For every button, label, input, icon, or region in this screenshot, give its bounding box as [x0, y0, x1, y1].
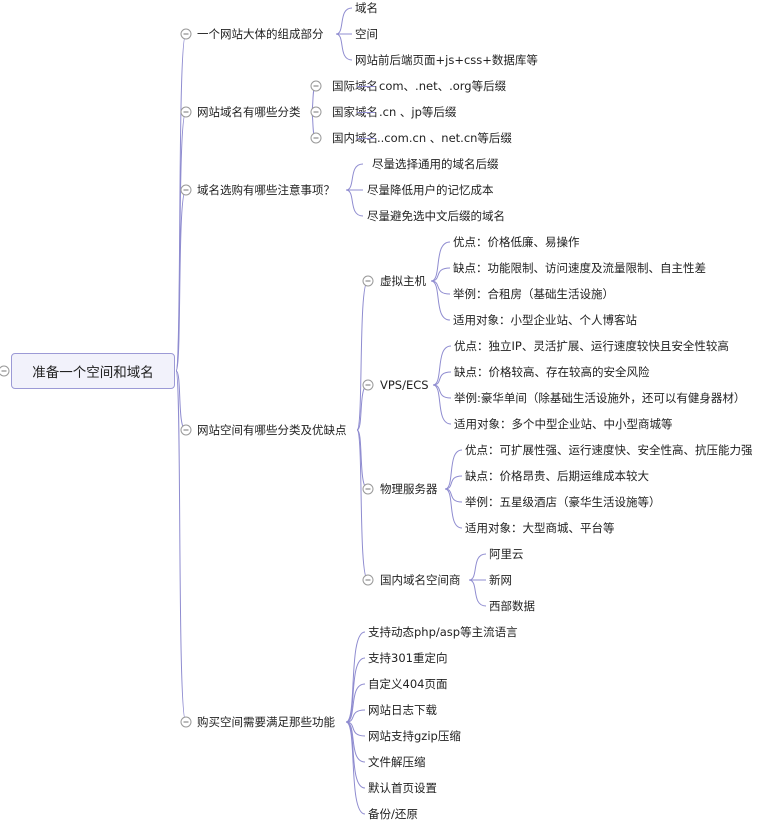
- connector-line: [444, 449, 463, 490]
- connector-line: [345, 721, 366, 763]
- collapse-toggle[interactable]: [310, 106, 322, 118]
- connector-line: [430, 267, 451, 282]
- collapse-toggle[interactable]: [310, 132, 322, 144]
- collapse-toggle[interactable]: [180, 28, 192, 40]
- collapse-toggle[interactable]: [180, 106, 192, 118]
- subtopic-detail[interactable]: com、.net、.org等后缀: [379, 79, 507, 93]
- connector-line: [432, 371, 452, 386]
- connector-line: [430, 280, 451, 295]
- leaf[interactable]: 新网: [489, 573, 512, 587]
- connector: [357, 86, 375, 87]
- collapse-toggle[interactable]: [0, 365, 10, 377]
- leaf[interactable]: 适用对象：大型商城、平台等: [465, 521, 615, 535]
- subtopic[interactable]: 支持动态php/asp等主流语言: [368, 625, 518, 639]
- connector-line: [175, 33, 187, 372]
- root-topic-label: 准备一个空间和域名: [32, 365, 154, 381]
- topic-hosting-types[interactable]: 网站空间有哪些分类及优缺点: [197, 423, 347, 437]
- connector-line: [444, 488, 463, 529]
- subtopic[interactable]: 备份/还原: [368, 807, 418, 821]
- subtopic-vps[interactable]: VPS/ECS: [380, 378, 429, 392]
- connector-line: [356, 280, 369, 431]
- subtopic[interactable]: 尽量选择通用的域名后缀: [372, 157, 499, 171]
- leaf[interactable]: 优点：可扩展性强、运行速度快、安全性高、抗压能力强: [465, 443, 753, 457]
- collapse-toggle[interactable]: [362, 379, 374, 391]
- connector-line: [468, 553, 487, 581]
- connector-line: [175, 189, 187, 372]
- connector-line: [345, 163, 364, 191]
- subtopic[interactable]: 网站日志下载: [368, 703, 437, 717]
- connector-line: [345, 683, 366, 723]
- subtopic[interactable]: 自定义404页面: [368, 677, 448, 691]
- leaf[interactable]: 缺点：价格较高、存在较高的安全风险: [454, 365, 650, 379]
- subtopic[interactable]: 网站前后端页面+js+css+数据库等: [355, 53, 538, 67]
- connector-line: [335, 33, 353, 61]
- subtopic[interactable]: 尽量降低用户的记忆成本: [367, 183, 494, 197]
- leaf[interactable]: 阿里云: [489, 547, 524, 561]
- leaf[interactable]: 优点：价格低廉、易操作: [453, 235, 580, 249]
- connector-line: [345, 189, 364, 217]
- topic-hosting-features[interactable]: 购买空间需要满足那些功能: [197, 715, 335, 729]
- subtopic-physical-server[interactable]: 物理服务器: [380, 482, 438, 496]
- connector-line: [432, 345, 452, 386]
- leaf[interactable]: 优点：独立IP、灵活扩展、运行速度较快且安全性较高: [454, 339, 729, 353]
- connector-line: [175, 370, 187, 723]
- subtopic[interactable]: 支持301重定向: [368, 651, 448, 665]
- subtopic[interactable]: 尽量避免选中文后缀的域名: [367, 209, 505, 223]
- connector-line: [345, 709, 366, 723]
- subtopic[interactable]: 空间: [355, 27, 378, 41]
- subtopic[interactable]: 网站支持gzip压缩: [368, 729, 461, 743]
- leaf[interactable]: 缺点：功能限制、访问速度及流量限制、自主性差: [453, 261, 706, 275]
- leaf[interactable]: 西部数据: [489, 599, 535, 613]
- connector-line: [444, 475, 463, 490]
- connector-line: [356, 429, 369, 581]
- subtopic-virtual-host[interactable]: 虚拟主机: [380, 274, 426, 288]
- subtopic[interactable]: 国内域名: [332, 131, 378, 145]
- leaf[interactable]: 缺点：价格昂贵、后期运维成本较大: [465, 469, 649, 483]
- topic-composition[interactable]: 一个网站大体的组成部分: [197, 27, 324, 41]
- collapse-toggle[interactable]: [180, 184, 192, 196]
- leaf[interactable]: 适用对象：多个中型企业站、中小型商城等: [454, 417, 673, 431]
- connector-line: [430, 280, 451, 321]
- topic-domain-tips[interactable]: 域名选购有哪些注意事项？: [197, 183, 335, 197]
- subtopic[interactable]: 默认首页设置: [368, 781, 437, 795]
- subtopic[interactable]: 国家域名: [332, 105, 378, 119]
- subtopic-detail[interactable]: ..com.cn 、net.cn等后缀: [377, 131, 512, 145]
- subtopic-providers[interactable]: 国内域名空间商: [380, 573, 461, 587]
- connector-line: [432, 384, 452, 425]
- leaf[interactable]: 举例:豪华单间（除基础生活设施外，还可以有健身器材）: [454, 391, 746, 405]
- connector-line: [468, 579, 487, 607]
- connector-line: [345, 721, 366, 815]
- connector-line: [335, 7, 353, 35]
- topic-domain-types[interactable]: 网站域名有哪些分类: [197, 105, 301, 119]
- subtopic[interactable]: 域名: [355, 1, 378, 15]
- connector-line: [444, 488, 463, 503]
- root-topic[interactable]: 准备一个空间和域名: [11, 353, 175, 389]
- leaf[interactable]: 适用对象：小型企业站、个人博客站: [453, 313, 637, 327]
- collapse-toggle[interactable]: [180, 716, 192, 728]
- connector-line: [345, 631, 366, 723]
- connector-line: [432, 384, 452, 399]
- collapse-toggle[interactable]: [362, 275, 374, 287]
- leaf[interactable]: 举例：合租房（基础生活设施）: [453, 287, 614, 301]
- connector: [357, 112, 375, 113]
- subtopic-detail[interactable]: .cn 、jp等后缀: [379, 105, 457, 119]
- leaf[interactable]: 举例：五星级酒店（豪华生活设施等）: [465, 495, 661, 509]
- collapse-toggle[interactable]: [180, 424, 192, 436]
- subtopic[interactable]: 国际域名: [332, 79, 378, 93]
- collapse-toggle[interactable]: [362, 483, 374, 495]
- connector-line: [345, 721, 366, 789]
- connector-line: [430, 241, 451, 282]
- subtopic[interactable]: 文件解压缩: [368, 755, 426, 769]
- collapse-toggle[interactable]: [310, 80, 322, 92]
- collapse-toggle[interactable]: [362, 574, 374, 586]
- connector: [357, 138, 375, 139]
